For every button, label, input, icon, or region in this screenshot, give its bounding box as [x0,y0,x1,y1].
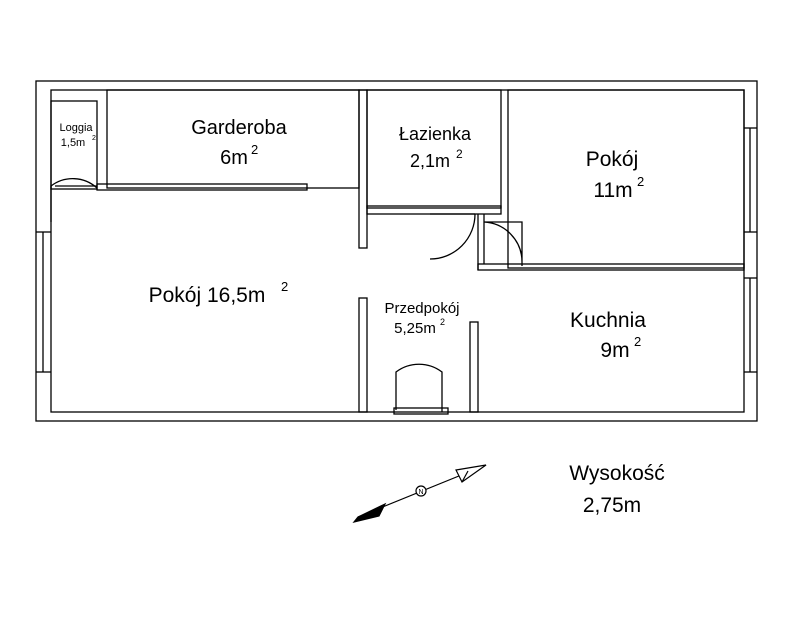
door-pokoj [483,221,523,266]
door-loggia [50,178,98,222]
garderoba-name: Garderoba [191,117,287,139]
loggia-wall [50,100,98,190]
pokoj-large-sup: 2 [281,279,288,294]
height-label: Wysokość [569,462,665,485]
outer-wall-inner [50,89,745,413]
window-right-top [744,127,757,233]
kitchen-partition [477,263,745,271]
height-value: 2,75m [583,494,641,517]
compass-arrow-icon: N [352,464,487,523]
loggia-name: Loggia [59,122,93,134]
lazienka-name: Łazienka [399,124,472,144]
garderoba-area: 6m [220,147,248,169]
lazienka-wall [366,89,502,209]
pokoj-small-area: 11m [593,179,632,202]
window-left [36,231,51,373]
lazienka-area: 2,1m [410,151,450,171]
pokoj-large-name: Pokój 16,5m [149,284,266,307]
kuchnia-name: Kuchnia [570,309,646,332]
lazienka-sup: 2 [456,147,463,161]
garderoba-box [106,89,360,189]
przedpokoj-area: 5,25m [394,320,436,337]
window-right-bottom [744,277,757,373]
garderoba-partition [96,183,308,191]
door-lazienka [429,213,476,260]
outer-wall-outer [35,80,758,422]
central-wall-top [358,89,368,249]
compass-letter: N [418,489,423,496]
przedpokoj-sup: 2 [440,317,445,327]
loggia-sup: 2 [92,135,96,142]
przedpokoj-name: Przedpokój [384,300,459,317]
pokoj-small-wall [507,89,745,269]
pokoj-small-sup: 2 [637,174,644,189]
kuchnia-area: 9m [600,339,629,362]
garderoba-sup: 2 [251,142,258,157]
kuchnia-sup: 2 [634,334,641,349]
pokoj-small-name: Pokój [586,148,639,171]
central-wall-bottom [358,297,368,413]
door-entrance [395,363,443,412]
hall-kitchen-wall [469,321,479,413]
loggia-area: 1,5m [61,137,85,149]
